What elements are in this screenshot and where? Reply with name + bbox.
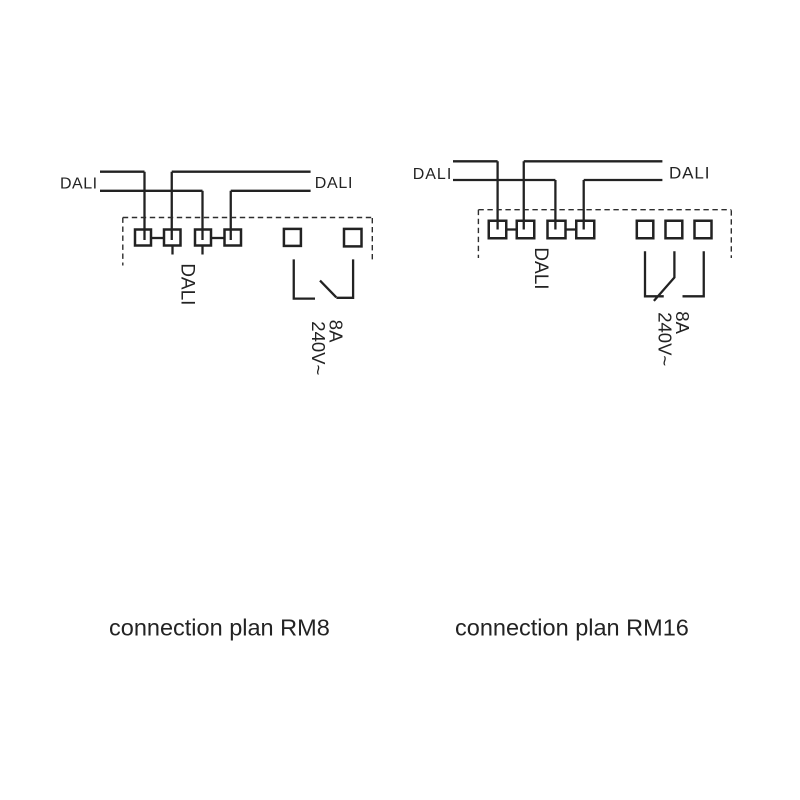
- svg-text:8A: 8A: [672, 311, 693, 334]
- svg-text:connection plan RM8: connection plan RM8: [109, 615, 330, 641]
- svg-text:8A: 8A: [325, 320, 346, 343]
- svg-text:connection plan RM16: connection plan RM16: [455, 615, 689, 641]
- svg-text:DALI: DALI: [176, 263, 197, 305]
- svg-text:DALI: DALI: [413, 166, 453, 183]
- svg-text:240V~: 240V~: [655, 312, 676, 366]
- svg-text:DALI: DALI: [669, 163, 710, 182]
- svg-text:DALI: DALI: [60, 175, 98, 192]
- svg-text:DALI: DALI: [315, 175, 353, 192]
- svg-text:240V~: 240V~: [308, 321, 329, 375]
- svg-text:DALI: DALI: [530, 247, 551, 289]
